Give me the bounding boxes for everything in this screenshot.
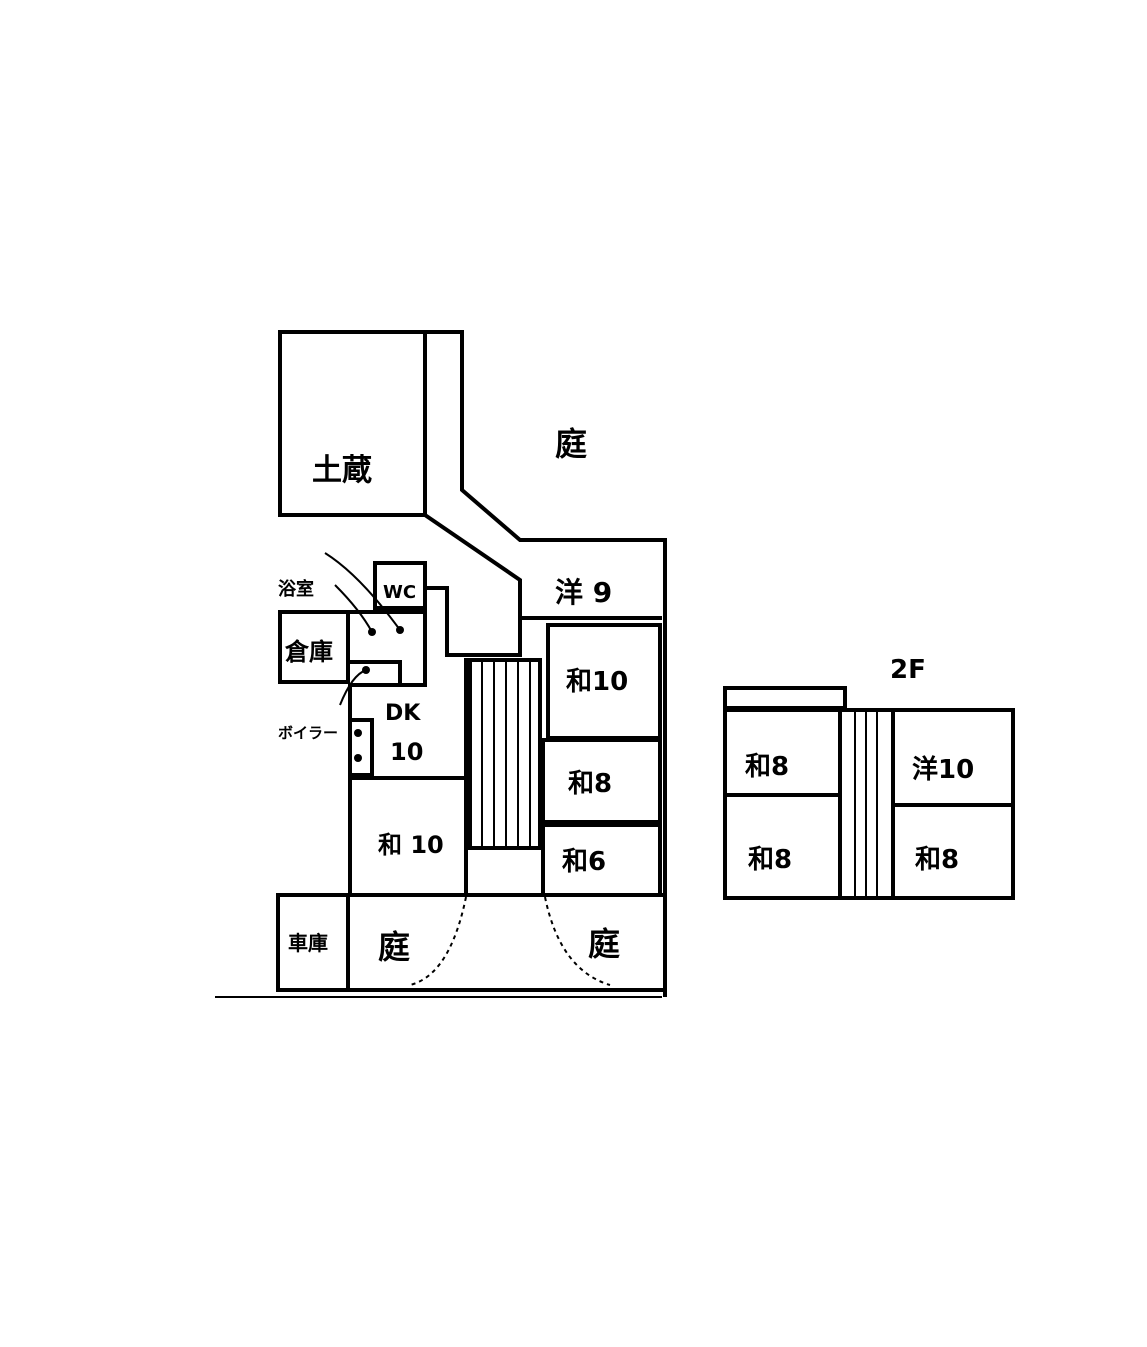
label-2f-japanese8-top: 和8 bbox=[745, 752, 789, 782]
label-dk: DK bbox=[385, 701, 421, 726]
bath-leader-line bbox=[324, 552, 401, 631]
corridor-outer-wall bbox=[423, 330, 667, 997]
label-2f: 2F bbox=[890, 655, 926, 685]
stairs-1f bbox=[468, 658, 542, 850]
bath-leader-dot bbox=[396, 626, 404, 634]
boiler-box bbox=[348, 718, 374, 777]
label-2f-japanese8-right: 和8 bbox=[915, 845, 959, 875]
wall bbox=[350, 660, 402, 687]
label-boiler: ボイラー bbox=[278, 724, 338, 742]
label-japanese6: 和6 bbox=[562, 847, 606, 877]
label-garden-bottom-left: 庭 bbox=[378, 928, 410, 966]
balcony-wall bbox=[723, 686, 847, 710]
label-wc: WC bbox=[383, 582, 416, 603]
boiler-leader-line bbox=[339, 669, 367, 706]
storage-wall bbox=[278, 610, 350, 684]
bottom-row-wall bbox=[276, 893, 667, 992]
label-2f-japanese8-bottom: 和8 bbox=[748, 845, 792, 875]
label-western9: 洋 9 bbox=[555, 576, 612, 609]
corridor-inner-wall bbox=[422, 512, 522, 657]
label-garage: 車庫 bbox=[288, 931, 328, 955]
bath-leader-dot bbox=[368, 628, 376, 636]
label-japanese10-left: 和 10 bbox=[378, 831, 444, 859]
label-storage: 倉庫 bbox=[284, 638, 333, 666]
boiler-dot bbox=[354, 754, 362, 762]
label-dk-size: 10 bbox=[390, 738, 423, 766]
door-arc-right bbox=[544, 896, 611, 986]
label-garden-top: 庭 bbox=[555, 425, 587, 463]
label-bath: 浴室 bbox=[278, 578, 314, 600]
stairs-outline bbox=[468, 658, 542, 850]
boiler-dot bbox=[354, 729, 362, 737]
door-arc-left bbox=[409, 896, 467, 986]
label-japanese8: 和8 bbox=[568, 769, 612, 799]
floor2-walls bbox=[723, 686, 1015, 900]
boiler-leader-dot bbox=[362, 666, 370, 674]
bath-leader-line bbox=[334, 584, 373, 633]
label-2f-western10: 洋10 bbox=[912, 754, 974, 785]
japanese8-wall bbox=[541, 738, 662, 824]
label-storehouse: 土蔵 bbox=[312, 453, 372, 488]
label-garden-bottom-right: 庭 bbox=[588, 925, 620, 963]
wc-wall bbox=[373, 561, 427, 610]
floor1-walls bbox=[215, 330, 667, 998]
storehouse-wall bbox=[278, 330, 427, 517]
label-japanese10-right: 和10 bbox=[566, 667, 628, 697]
